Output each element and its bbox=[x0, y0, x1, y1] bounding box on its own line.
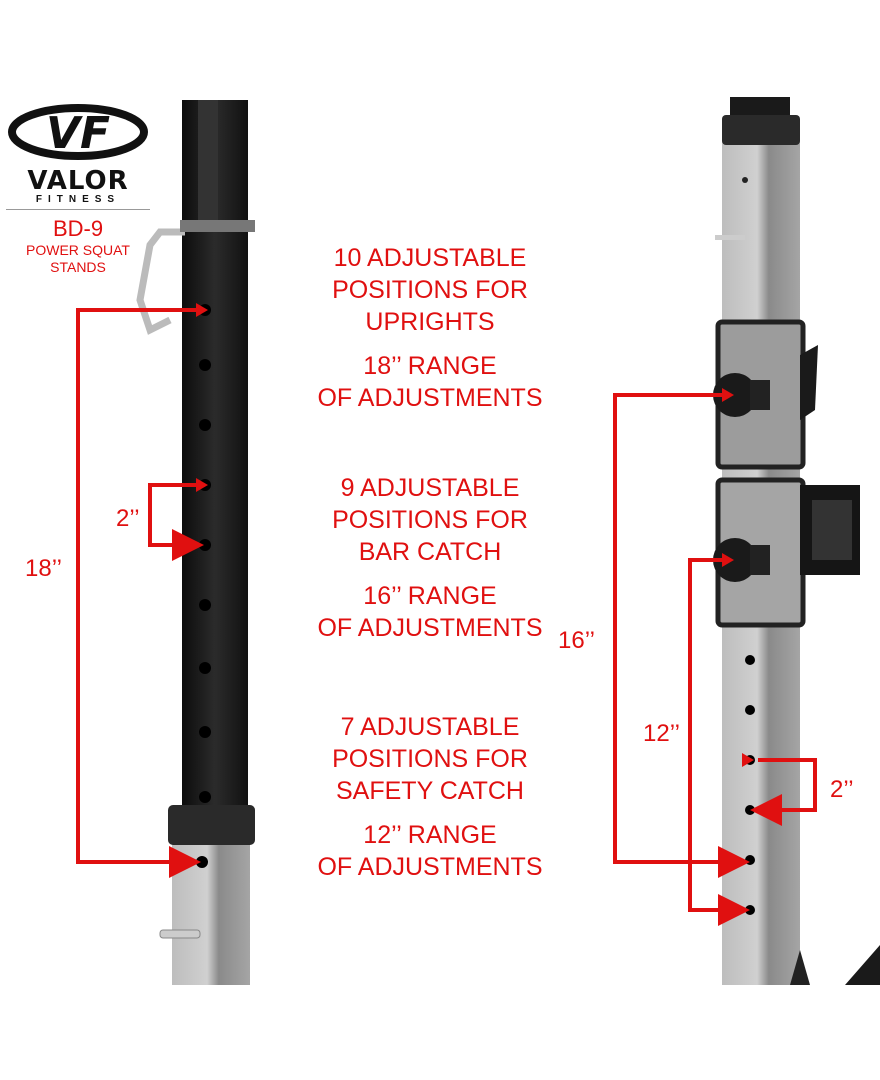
spec-line: POSITIONS FOR bbox=[332, 276, 528, 304]
spec-line: BAR CATCH bbox=[358, 538, 502, 566]
spec-line: OF ADJUSTMENTS bbox=[317, 614, 543, 642]
valor-fitness-logo: VF VALOR FITNESS BD-9 POWER SQUAT STANDS bbox=[6, 103, 150, 276]
product-desc-1: POWER SQUAT bbox=[26, 242, 130, 258]
right-upright-post bbox=[713, 97, 880, 985]
spec-uprights: 10 ADJUSTABLE POSITIONS FOR UPRIGHTS 18’… bbox=[270, 242, 590, 414]
dimension-lines bbox=[76, 308, 817, 926]
product-desc-2: STANDS bbox=[50, 259, 106, 275]
dim-left-step: 2’’ bbox=[116, 505, 140, 532]
brand-name: VALOR bbox=[27, 166, 129, 196]
spec-line: 10 ADJUSTABLE bbox=[333, 244, 527, 272]
brand-sub: FITNESS bbox=[6, 194, 150, 210]
spec-safety-catch: 7 ADJUSTABLE POSITIONS FOR SAFETY CATCH … bbox=[270, 711, 590, 883]
svg-text:VF: VF bbox=[46, 108, 110, 159]
spec-bar-catch: 9 ADJUSTABLE POSITIONS FOR BAR CATCH 16’… bbox=[270, 472, 590, 644]
dim-right-safety: 12’’ bbox=[643, 720, 680, 747]
dim-right-step: 2’’ bbox=[830, 776, 854, 803]
spec-line: 18’’ RANGE bbox=[363, 352, 497, 380]
spec-line: UPRIGHTS bbox=[365, 308, 495, 336]
knob-icon bbox=[713, 373, 757, 417]
model-number: BD-9 bbox=[52, 216, 104, 241]
spec-line: OF ADJUSTMENTS bbox=[317, 853, 543, 881]
spec-line: SAFETY CATCH bbox=[336, 777, 524, 805]
knob-icon bbox=[713, 538, 757, 582]
spec-line: 16’’ RANGE bbox=[363, 582, 497, 610]
dim-left-total: 18’’ bbox=[25, 555, 62, 582]
spec-line: POSITIONS FOR bbox=[332, 506, 528, 534]
vf-logo-icon: VF bbox=[8, 104, 148, 160]
spec-line: 9 ADJUSTABLE bbox=[340, 474, 520, 502]
spec-line: 12’’ RANGE bbox=[363, 821, 497, 849]
spec-line: 7 ADJUSTABLE bbox=[340, 713, 520, 741]
left-upright-post bbox=[136, 100, 255, 985]
spec-line: OF ADJUSTMENTS bbox=[317, 384, 543, 412]
dim-right-bar: 16’’ bbox=[558, 627, 595, 654]
spec-line: POSITIONS FOR bbox=[332, 745, 528, 773]
